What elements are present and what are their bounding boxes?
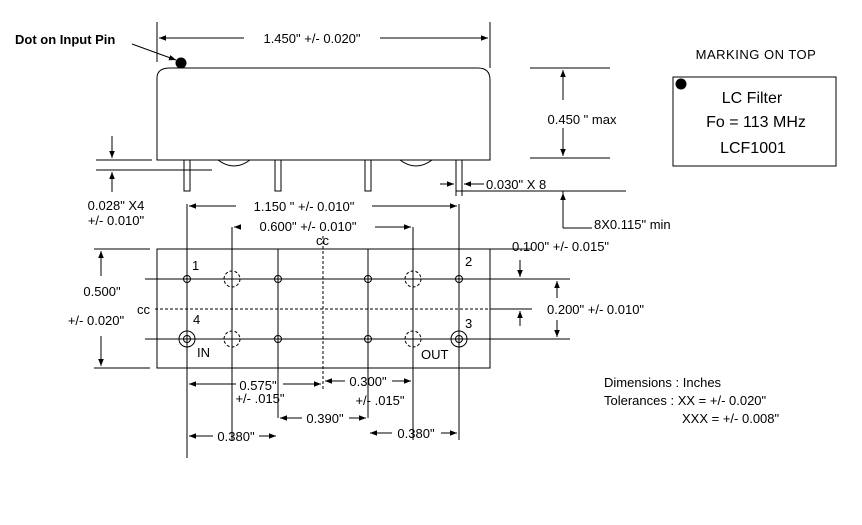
overall-length-dimension: 1.450" +/- 0.020": [156, 22, 491, 68]
dim-380-left: 0.380": [189, 429, 276, 444]
pin-span-dimension: 1.150 " +/- 0.010": [189, 199, 457, 214]
svg-text:+/- 0.010": +/- 0.010": [88, 213, 145, 228]
pin-hole: [364, 335, 372, 343]
units-note: Dimensions : Inches: [604, 375, 722, 390]
standoff-hole: [223, 270, 241, 288]
pin-2-hole: [455, 275, 463, 283]
tolerance-line-1: Tolerances : XX = +/- 0.020": [604, 393, 767, 408]
pin-hole: [364, 275, 372, 283]
svg-text:0.450 " max: 0.450 " max: [548, 112, 617, 127]
dim-390: 0.390": [280, 411, 366, 426]
svg-text:0.390": 0.390": [306, 411, 344, 426]
cc-top-label: cc: [316, 233, 330, 248]
marking-line-3: LCF1001: [720, 140, 786, 157]
cc-left-label: cc: [137, 302, 151, 317]
body-width-dimension: 0.500" +/- 0.020": [68, 248, 150, 369]
in-label: IN: [197, 345, 210, 360]
pin-length-dimension: 8X0.115" min: [462, 190, 671, 232]
svg-text:0.575": 0.575": [239, 378, 277, 393]
svg-text:1.150 " +/- 0.010": 1.150 " +/- 0.010": [254, 199, 355, 214]
footprint-view: 1 2 3 4 IN OUT cc cc: [137, 204, 570, 458]
marking-line-2: Fo = 113 MHz: [706, 114, 806, 131]
svg-text:1.450" +/- 0.020": 1.450" +/- 0.020": [263, 31, 360, 46]
svg-text:+/- .015": +/- .015": [355, 393, 404, 408]
pin-4-hole: [183, 335, 191, 343]
standoff-hole: [223, 330, 241, 348]
svg-text:0.100" +/- 0.015": 0.100" +/- 0.015": [512, 239, 609, 254]
input-pin-dot: [175, 57, 187, 69]
pin-1-label: 1: [192, 258, 199, 273]
svg-text:0.500": 0.500": [83, 284, 121, 299]
side-pin: [183, 159, 191, 192]
svg-text:+/- 0.020": +/- 0.020": [68, 313, 125, 328]
svg-text:8X0.115" min: 8X0.115" min: [594, 217, 671, 232]
standoff-hole: [404, 270, 422, 288]
standoff-right: [399, 159, 433, 167]
pin-width-dimension: 0.030" X 8: [440, 177, 546, 196]
marking-dot: [675, 78, 687, 90]
standoff-left: [217, 159, 251, 167]
pin-1-hole: [183, 275, 191, 283]
svg-text:0.200" +/- 0.010": 0.200" +/- 0.010": [547, 302, 644, 317]
height-dimension: 0.450 " max: [530, 67, 617, 159]
out-label: OUT: [421, 347, 449, 362]
dot-input-pin-callout: Dot on Input Pin: [15, 32, 115, 47]
marking-line-1: LC Filter: [722, 90, 783, 107]
row-offset-dimension: 0.100" +/- 0.015": [490, 239, 609, 326]
dim-380-right: 0.380": [370, 426, 457, 441]
pin-3-hole: [455, 335, 463, 343]
svg-text:0.600" +/- 0.010": 0.600" +/- 0.010": [259, 219, 356, 234]
svg-text:0.380": 0.380": [397, 426, 435, 441]
pin-hole: [274, 275, 282, 283]
svg-text:0.028" X4: 0.028" X4: [88, 198, 145, 213]
tolerance-line-2: XXX = +/- 0.008": [682, 411, 780, 426]
side-pin: [455, 159, 463, 192]
svg-text:0.300": 0.300": [349, 374, 387, 389]
pin-3-label: 3: [465, 316, 472, 331]
side-pin: [364, 159, 372, 192]
marking-box: [672, 76, 837, 167]
dim-575: 0.575" +/- .015": [189, 378, 321, 406]
marking-heading: MARKING ON TOP: [696, 47, 817, 62]
pin-thickness-dimension: 0.028" X4 +/- 0.010": [88, 136, 212, 228]
svg-text:0.380": 0.380": [217, 429, 255, 444]
pin-4-ring: [178, 330, 196, 348]
inner-span-dimension: 0.600" +/- 0.010": [234, 219, 411, 234]
svg-text:0.030" X 8: 0.030" X 8: [486, 177, 546, 192]
pin-hole: [274, 335, 282, 343]
side-view: [131, 43, 491, 192]
pin-4-label: 4: [193, 312, 200, 327]
svg-text:+/- .015": +/- .015": [235, 391, 284, 406]
row-spacing-dimension: 0.200" +/- 0.010": [547, 281, 644, 337]
side-pin: [274, 159, 282, 192]
pin-3-ring: [450, 330, 468, 348]
package-body-outline: [156, 67, 491, 161]
dim-300: 0.300" +/- .015": [325, 374, 411, 408]
pin-2-label: 2: [465, 254, 472, 269]
standoff-hole: [404, 330, 422, 348]
